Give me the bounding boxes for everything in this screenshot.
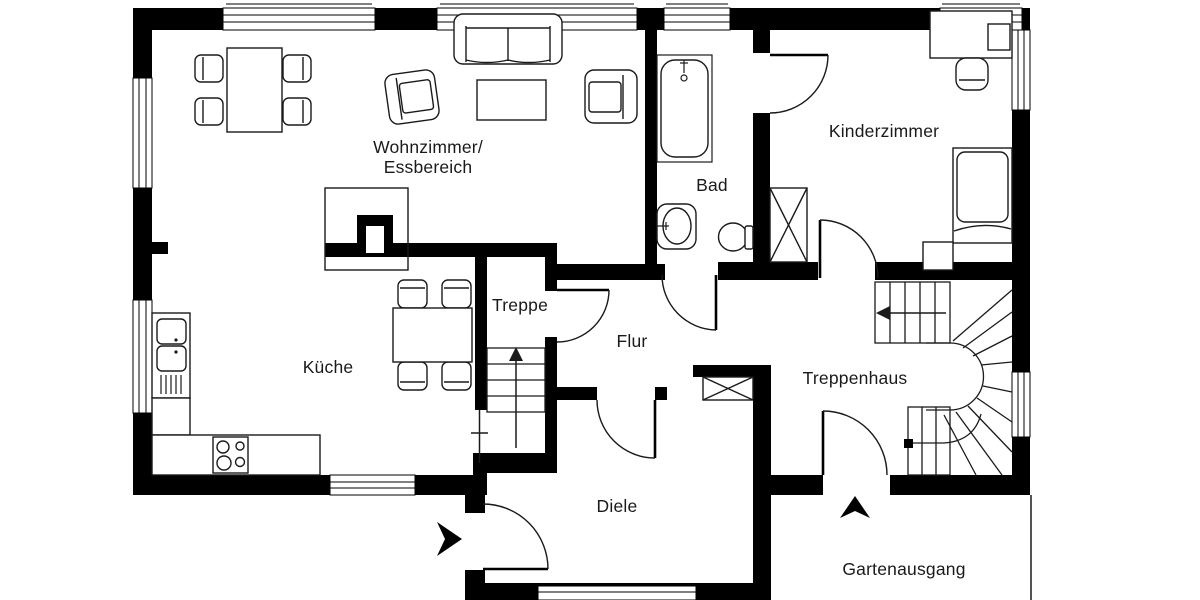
window-left-upper — [132, 77, 153, 189]
toilet — [717, 222, 754, 252]
room-label-treppe: Treppe — [492, 295, 548, 315]
livingroom-furniture — [384, 13, 638, 125]
kitchen-table-set — [392, 279, 473, 391]
dining-chair — [194, 54, 224, 83]
kitchen-table — [392, 307, 473, 363]
door-main-entrance — [482, 503, 549, 571]
winder-stairs-arrow — [876, 306, 890, 320]
garden-exit-arrow-icon — [840, 496, 870, 518]
door-kinderzimmer-top — [769, 53, 829, 114]
window-right-treppenhaus — [1011, 371, 1031, 438]
door-kinderzimmer-bottom — [818, 219, 879, 279]
dining-set — [194, 47, 312, 133]
door-treppe — [556, 288, 610, 343]
kitchen-chair — [397, 361, 428, 391]
window-left-lower — [132, 299, 153, 414]
room-label-bad: Bad — [696, 175, 728, 195]
door-gartenausgang — [821, 410, 888, 476]
room-label-wohnzimmer-line2: Essbereich — [383, 157, 473, 177]
stove — [212, 436, 249, 474]
window-top-bad — [663, 3, 731, 31]
room-label-kinderzimmer: Kinderzimmer — [828, 121, 940, 141]
window-top-dining — [222, 3, 376, 31]
kitchen-fixtures — [151, 279, 473, 476]
kitchen-chair — [441, 361, 472, 391]
dining-chair — [282, 54, 312, 83]
nightstand — [922, 241, 954, 271]
kinderzimmer-furniture — [769, 10, 1013, 271]
window-right-kinderzimmer — [1011, 29, 1031, 111]
boundary-lines — [471, 410, 1032, 600]
room-label-gartenausgang: Gartenausgang — [842, 559, 966, 579]
kitchen-chair — [441, 279, 472, 309]
kitchen-sink-unit — [151, 312, 191, 399]
room-label-wohnzimmer: Wohnzimmer/ Essbereich — [373, 137, 483, 177]
room-label-wohnzimmer-line1: Wohnzimmer/ — [373, 137, 483, 157]
entrance-arrow-icon — [437, 522, 462, 556]
doors — [482, 53, 888, 571]
fireplace — [324, 187, 409, 271]
desk — [929, 10, 1013, 91]
wardrobe — [769, 187, 808, 263]
bathroom-sink — [656, 203, 697, 250]
window-bottom-kueche — [329, 474, 416, 496]
room-label-flur: Flur — [616, 331, 648, 351]
door-flur-diele — [596, 399, 657, 459]
dining-chair — [194, 97, 224, 126]
window-bottom-diele — [537, 585, 697, 600]
desk-chair — [955, 57, 989, 91]
coffee-table — [476, 79, 547, 121]
armchair-right — [584, 69, 638, 124]
shaft-box — [702, 376, 754, 401]
room-label-treppenhaus: Treppenhaus — [802, 368, 908, 388]
straight-stairs-treppe — [486, 347, 546, 448]
kitchen-counter-side — [151, 397, 191, 436]
bathtub — [656, 54, 713, 163]
dining-chair — [282, 97, 312, 126]
winder-stairs-treppenhaus — [874, 281, 1013, 476]
room-label-kueche: Küche — [302, 357, 354, 377]
stairs-up-arrow — [509, 347, 523, 361]
door-bad — [661, 274, 718, 331]
bed — [952, 147, 1013, 244]
dining-table — [226, 47, 283, 133]
bathroom-fixtures — [656, 54, 754, 252]
sofa — [453, 13, 563, 65]
room-label-diele: Diele — [596, 496, 638, 516]
kitchen-chair — [397, 279, 428, 309]
armchair-left — [384, 69, 440, 125]
